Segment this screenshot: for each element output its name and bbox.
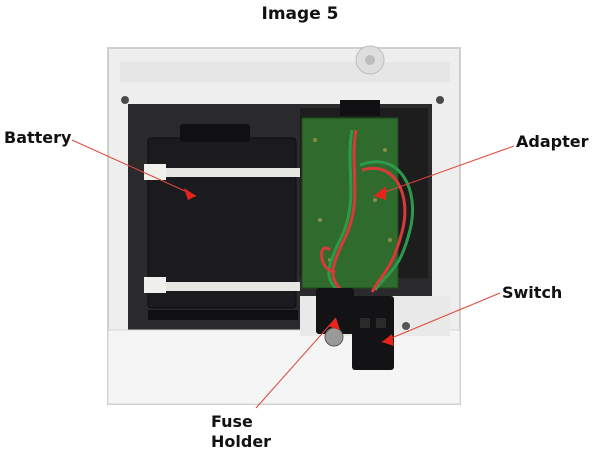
fuse-holder <box>316 288 354 334</box>
switch-label: Switch <box>502 283 563 302</box>
arrow-heads <box>184 186 394 346</box>
lower-panel <box>107 329 461 405</box>
cable-tie-bottom <box>148 282 300 291</box>
fuse-holder-label: Fuse Holder <box>211 412 271 452</box>
figure-title: Image 5 <box>261 4 339 24</box>
switch <box>352 296 394 370</box>
battery-label: Battery <box>4 128 72 147</box>
adapter-label: Adapter <box>516 132 589 151</box>
annotation-lines <box>71 139 515 409</box>
fuse-holder-label-line1: Fuse <box>211 412 253 431</box>
cable-tie-top <box>148 168 300 177</box>
fuse-holder-label-line2: Holder <box>211 432 272 451</box>
